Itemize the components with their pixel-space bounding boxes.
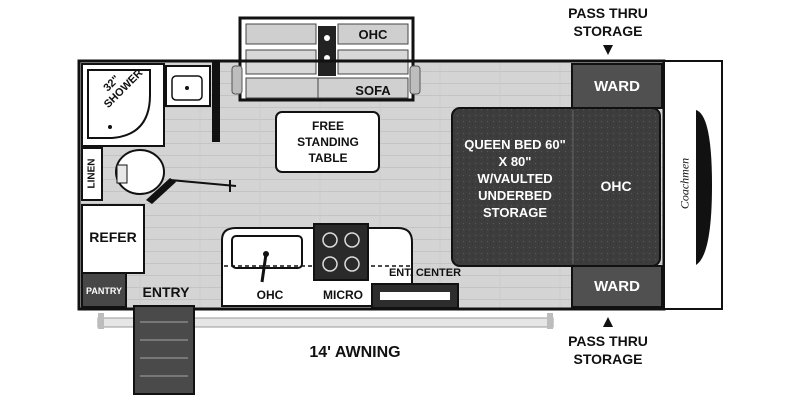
entertainment-center [371, 283, 459, 309]
bed-area [451, 63, 663, 308]
entry-steps [133, 305, 195, 395]
free-standing-table [275, 111, 380, 173]
awning-label: 14' AWNING [309, 344, 401, 361]
ward-top-label: WARD [594, 78, 640, 95]
pass-thru-bottom-arrow [603, 317, 613, 327]
sofa-slideout [231, 16, 421, 102]
micro-label: MICRO [323, 288, 363, 302]
ohc-kitchen-label: OHC [256, 288, 284, 302]
bathroom [81, 62, 237, 204]
kitchen [221, 223, 413, 307]
awning-rail [97, 313, 554, 329]
pass-thru-top-arrow [603, 45, 613, 55]
pass-thru-bottom-label: PASS THRU STORAGE [568, 333, 648, 367]
ohc-bed-label: OHC [600, 178, 632, 194]
refer-pantry [81, 204, 145, 308]
pantry-label: PANTRY [86, 286, 122, 296]
linen-label: LINEN [86, 158, 98, 189]
sofa-label: SOFA [355, 83, 391, 98]
ward-bottom-label: WARD [594, 278, 640, 295]
table-label: FREE STANDING TABLE [297, 119, 359, 165]
pass-thru-top-label: PASS THRU STORAGE [568, 5, 648, 39]
entry-label: ENTRY [142, 284, 190, 300]
refer-label: REFER [89, 229, 137, 245]
ohc-top-label: OHC [358, 27, 388, 42]
front-cap [663, 60, 723, 310]
coachmen-logo: Coachmen [677, 157, 692, 210]
ent-center-label: ENT. CENTER [388, 267, 462, 279]
bed-label: QUEEN BED 60" X 80" W/VAULTED UNDERBED S… [464, 137, 566, 220]
